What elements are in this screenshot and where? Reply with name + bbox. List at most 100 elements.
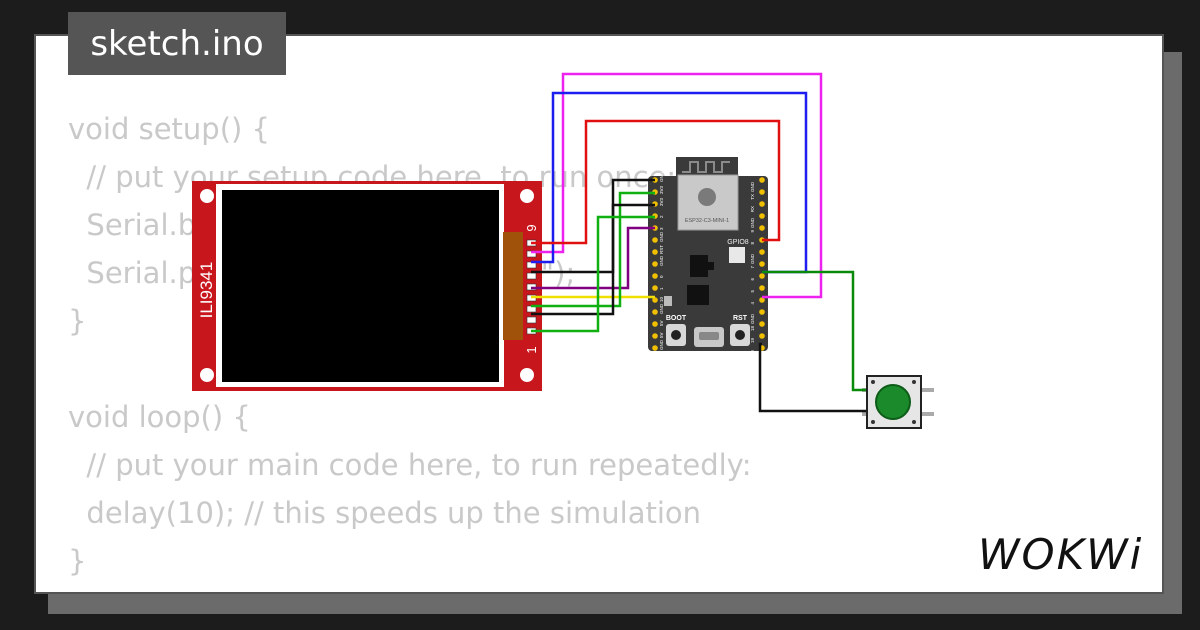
board-pin-label: 6	[750, 278, 755, 281]
board-pin[interactable]	[759, 321, 765, 327]
board-pin-label: 0	[659, 275, 664, 278]
code-line: // put your main code here, to run repea…	[68, 448, 752, 482]
board-pin-label: 5V	[659, 320, 664, 326]
board-pin[interactable]	[652, 297, 658, 303]
esp32-c3-board[interactable]: ESP32-C3-MINI-1 GPIO8 BOOT RST GND3V33V3…	[648, 157, 768, 360]
code-line: }	[68, 304, 87, 338]
mount-hole	[200, 368, 214, 382]
board-pin-label: GND	[659, 171, 664, 182]
code-line: }	[68, 544, 87, 578]
board-pin[interactable]	[759, 189, 765, 195]
board-pin-label: 3V3	[659, 185, 664, 194]
button-corner	[912, 380, 916, 384]
mount-hole	[520, 189, 534, 203]
board-pin[interactable]	[759, 249, 765, 255]
smd-component	[664, 296, 672, 306]
board-pin[interactable]	[759, 297, 765, 303]
board-pin-label: TX	[750, 194, 755, 200]
wire-purple-lower	[531, 226, 655, 290]
board-pin-label: 3	[659, 227, 664, 230]
code-line: delay(10); // this speeds up the simulat…	[68, 496, 702, 530]
board-pin-label: 1	[659, 287, 664, 290]
button-corner	[912, 420, 916, 424]
button-corner	[871, 380, 875, 384]
board-pin[interactable]	[759, 213, 765, 219]
board-pin-label: 8	[750, 242, 755, 245]
board-pin[interactable]	[759, 261, 765, 267]
board-pin[interactable]	[652, 333, 658, 339]
board-pin[interactable]	[652, 345, 658, 351]
board-pin-label: 5V	[659, 332, 664, 338]
wire-dark-green	[762, 270, 866, 392]
board-pin[interactable]	[759, 309, 765, 315]
board-pin-label: 3V3	[659, 197, 664, 206]
board-pin-label: GND	[659, 339, 664, 350]
board-pin[interactable]	[652, 309, 658, 315]
board-pin-label: 5	[750, 290, 755, 293]
board-pin-label: 19	[750, 338, 755, 344]
board-pin[interactable]	[652, 261, 658, 267]
board-pin-label: 7	[750, 266, 755, 269]
pushbutton[interactable]	[862, 375, 934, 429]
file-tab[interactable]: sketch.ino	[68, 12, 286, 75]
ili9341-display[interactable]: ILI9341 9 1	[192, 181, 542, 391]
board-pin[interactable]	[759, 273, 765, 279]
code-line: void setup() {	[68, 112, 270, 146]
rst-label: RST	[733, 315, 748, 322]
board-pin[interactable]	[759, 225, 765, 231]
board-pin[interactable]	[759, 177, 765, 183]
display-screen	[222, 190, 499, 382]
button-lead	[920, 412, 934, 416]
usb-bridge-chip	[687, 285, 709, 305]
board-pin-label: 9	[750, 230, 755, 233]
board-pin-headers: GND3V33V323GNDRSTGND0110GND5V5VGNDGNDTXR…	[652, 171, 765, 360]
board-pin[interactable]	[759, 333, 765, 339]
board-pin-label: GND	[659, 303, 664, 314]
espressif-logo	[698, 188, 716, 206]
pin-label-last: 9	[524, 224, 539, 231]
button-cap[interactable]	[875, 384, 911, 420]
regulator-chip	[690, 255, 708, 277]
board-pin[interactable]	[652, 273, 658, 279]
usb-port	[699, 332, 719, 340]
boot-button-cap	[671, 330, 681, 340]
board-pin-label: 2	[659, 215, 664, 218]
board-pin-label: GND	[750, 349, 755, 360]
antenna-trace	[682, 161, 730, 173]
file-tab-label: sketch.ino	[90, 23, 264, 64]
wire-magenta	[531, 72, 823, 299]
mount-hole	[200, 189, 214, 203]
wokwi-logo: WOKWi	[978, 530, 1143, 579]
board-pin[interactable]	[652, 237, 658, 243]
board-pin-label: GND	[750, 253, 755, 264]
board-pin[interactable]	[759, 285, 765, 291]
board-pin-label: RX	[750, 206, 755, 212]
board-pin-label: GND	[750, 181, 755, 192]
rgb-led	[729, 247, 745, 263]
board-pin-label: 10	[659, 296, 664, 302]
board-pin-label: 18	[750, 326, 755, 332]
display-pin[interactable]	[526, 272, 537, 280]
wokwi-logo-text: WOKWi	[978, 530, 1144, 579]
display-pin[interactable]	[526, 316, 537, 324]
board-pin-label: GND	[750, 313, 755, 324]
wire-red	[531, 119, 781, 245]
rst-button-cap	[735, 330, 745, 340]
flex-connector	[503, 232, 523, 340]
board-pin[interactable]	[652, 321, 658, 327]
board-pin[interactable]	[652, 285, 658, 291]
wire-green-low	[531, 215, 655, 333]
display-label: ILI9341	[197, 262, 216, 319]
board-pin[interactable]	[652, 249, 658, 255]
module-label: ESP32-C3-MINI-1	[685, 218, 729, 224]
wire-green-mid	[531, 191, 655, 308]
board-pin-label: GND	[659, 255, 664, 266]
wire-black-mid	[531, 203, 655, 316]
wires	[531, 72, 866, 413]
button-lead	[920, 388, 934, 392]
board-pin-label: GND	[659, 231, 664, 242]
board-pin-label: 4	[750, 302, 755, 305]
wire-black-button	[758, 342, 866, 413]
board-pin[interactable]	[759, 201, 765, 207]
